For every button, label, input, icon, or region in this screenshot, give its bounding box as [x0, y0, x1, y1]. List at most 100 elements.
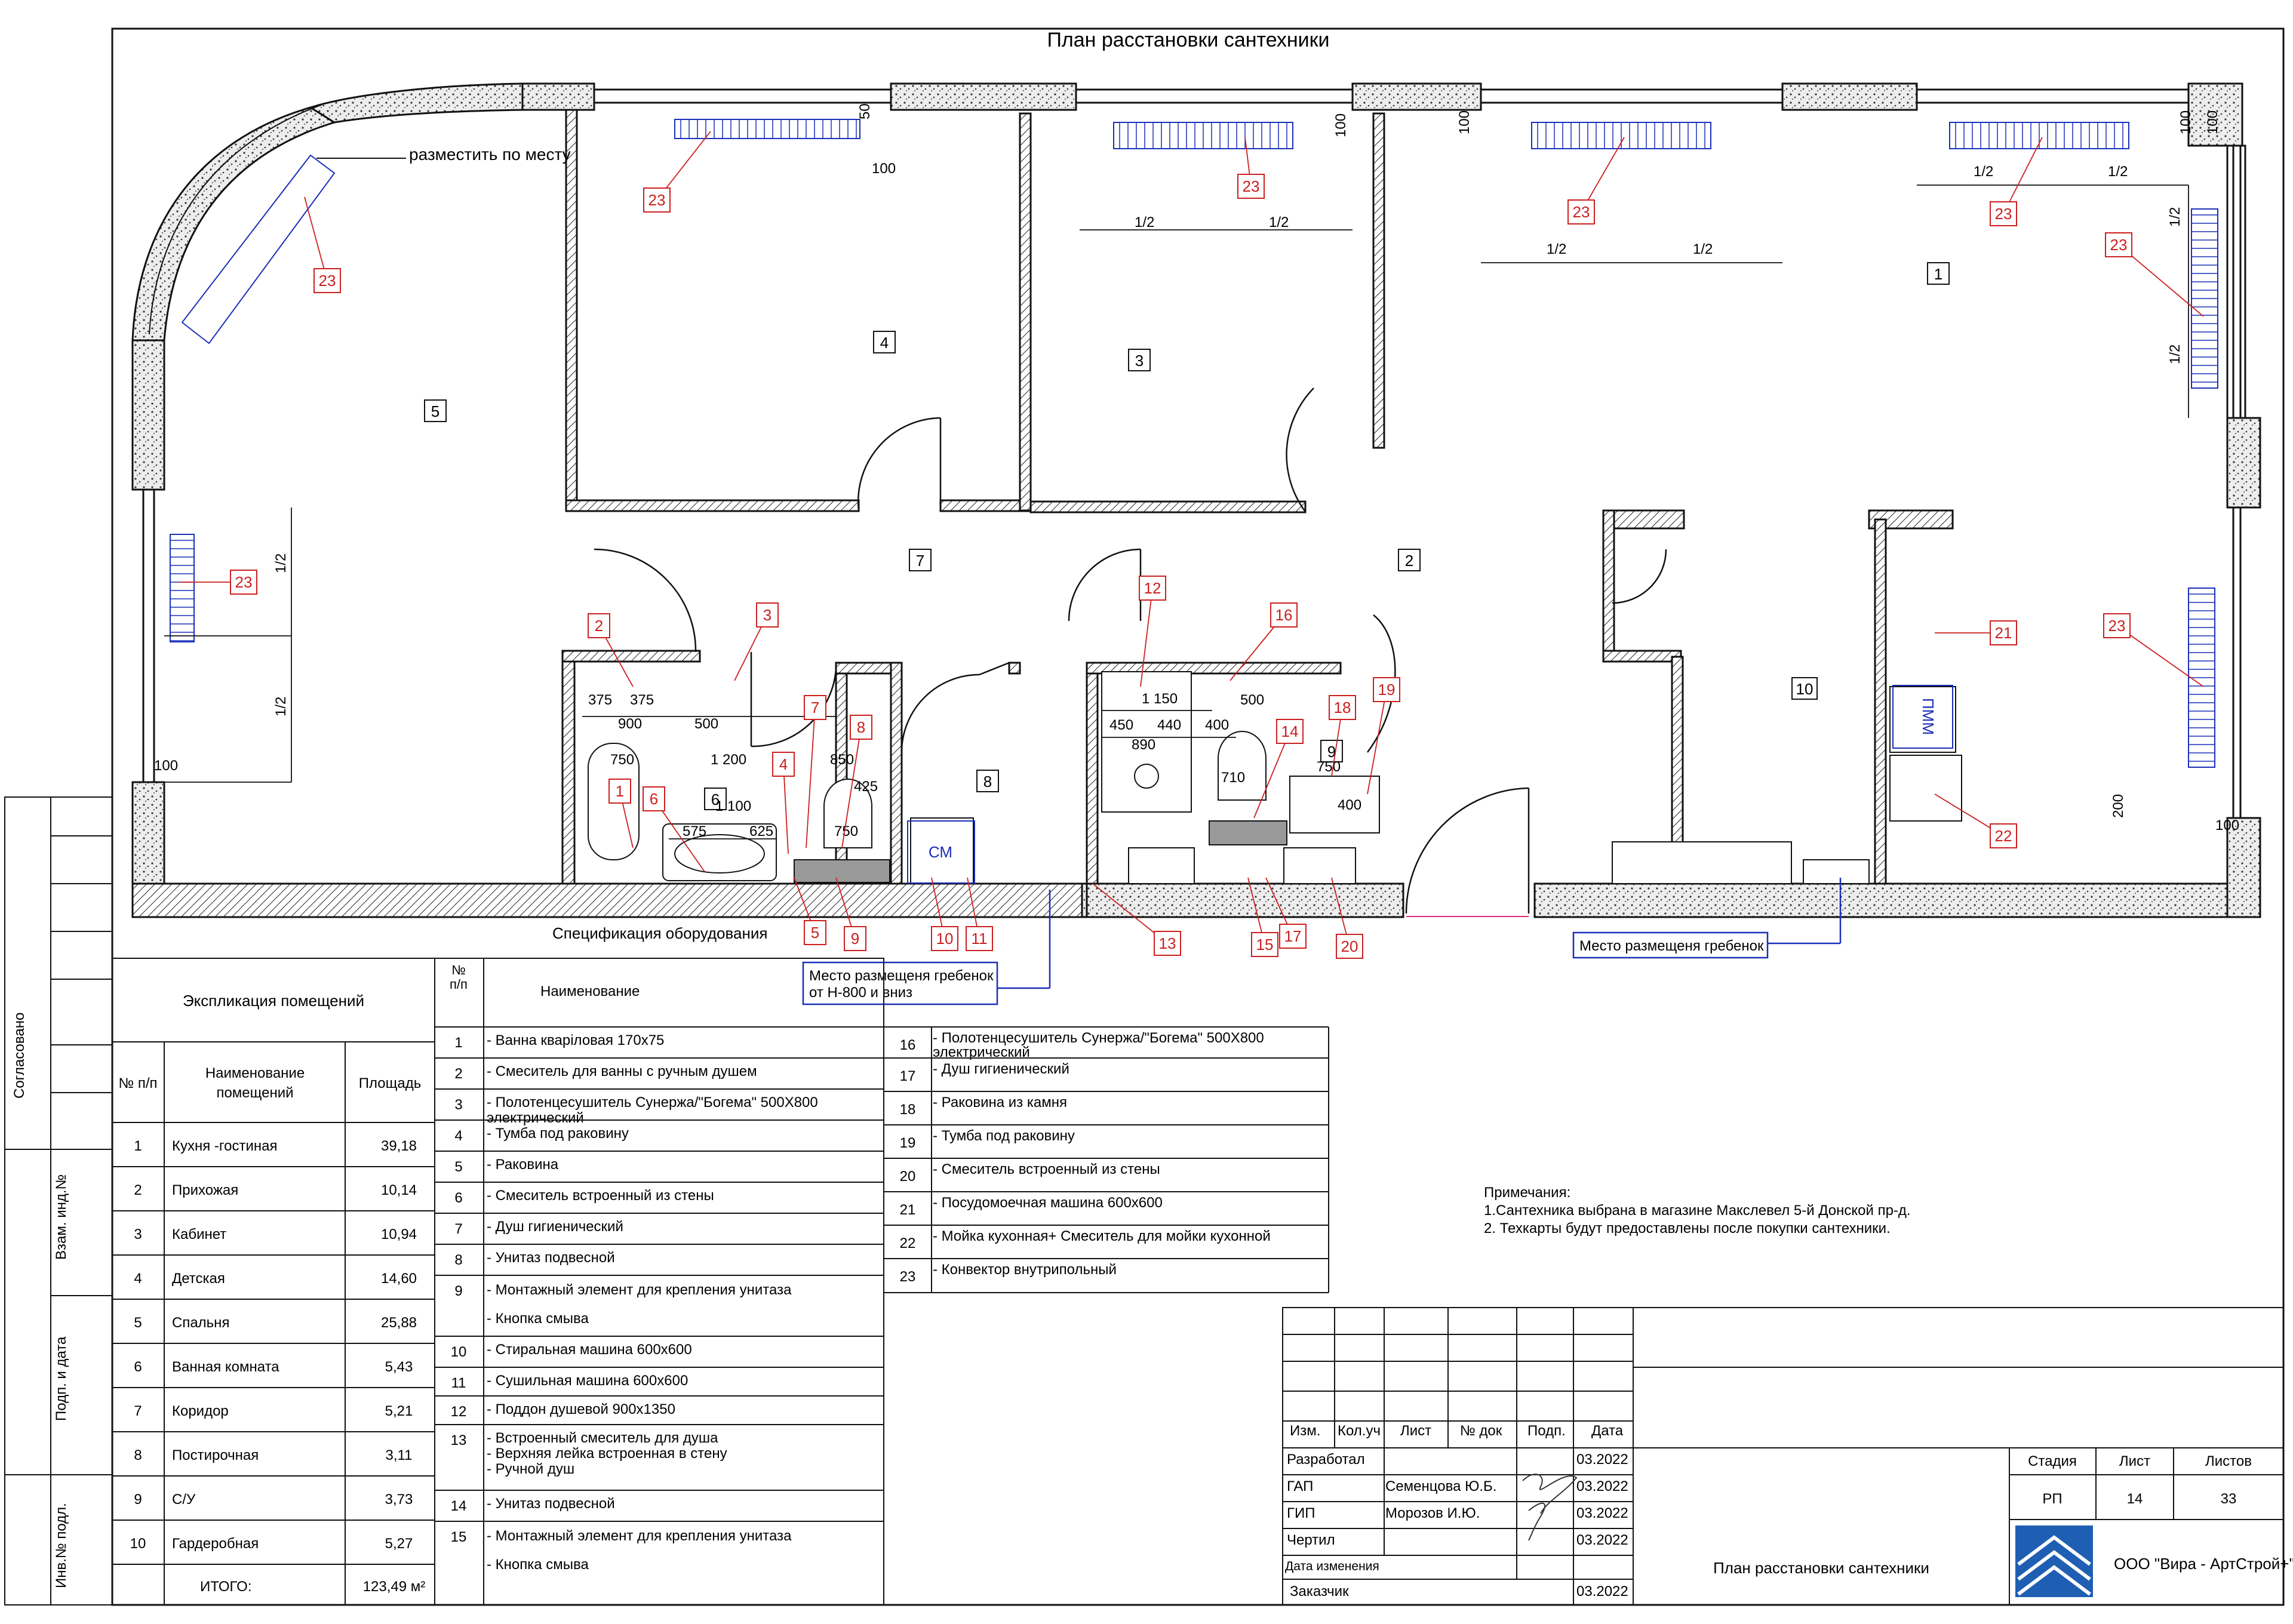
- comb-note-1b: от Н-800 и вниз: [809, 985, 912, 1001]
- legend-col-num: № п/п: [118, 1075, 157, 1091]
- callout-box: [230, 570, 257, 595]
- svg-text:50: 50: [857, 103, 873, 119]
- side-inv-vzam: Взам. инд.№: [53, 1174, 69, 1260]
- svg-text:1/2: 1/2: [273, 697, 289, 716]
- dimension-lines: [164, 184, 2189, 839]
- svg-text:03.2022: 03.2022: [1576, 1451, 1628, 1468]
- spec-caption: Спецификация оборудования: [552, 924, 767, 942]
- spec-row-text: - Ручной душ: [487, 1461, 574, 1477]
- callout-box: [1139, 576, 1166, 601]
- spec-row-num: 17: [900, 1068, 916, 1084]
- callout-number: 18: [1334, 699, 1351, 716]
- svg-text:Лист: Лист: [2119, 1453, 2150, 1469]
- callout-box: [643, 187, 671, 213]
- svg-text:100: 100: [872, 161, 896, 177]
- svg-text:1 100: 1 100: [715, 798, 751, 814]
- svg-text:Морозов И.Ю.: Морозов И.Ю.: [1385, 1505, 1480, 1521]
- callout-number: 12: [1144, 579, 1161, 597]
- legend-row-area: 5,21: [385, 1403, 413, 1419]
- callout-box: [643, 786, 665, 811]
- callout-number: 15: [1256, 936, 1274, 954]
- spec-row-num: 15: [451, 1529, 467, 1545]
- spec-row-text: - Полотенцесушитель Сунержа/"Богема" 500…: [487, 1094, 818, 1111]
- legend-row-area: 3,73: [385, 1491, 413, 1508]
- legend-row-area: 39,18: [381, 1138, 417, 1154]
- callout-number: 23: [2110, 236, 2128, 254]
- svg-text:100: 100: [2215, 817, 2239, 833]
- callout-box: [1279, 924, 1307, 949]
- spec-row-text: - Тумба под раковину: [933, 1128, 1075, 1144]
- svg-text:425: 425: [854, 779, 878, 795]
- legend-row-num: 3: [134, 1226, 142, 1242]
- callout-number: 1: [616, 782, 624, 800]
- callout-number: 4: [779, 755, 788, 773]
- svg-text:400: 400: [1205, 717, 1229, 733]
- side-agreed: Согласовано: [11, 1013, 27, 1099]
- spec-row-text: - Смеситель встроенный из стены: [487, 1188, 714, 1204]
- svg-text:375: 375: [588, 692, 612, 708]
- notes-title: Примечания:: [1484, 1185, 1570, 1201]
- spec-row-num: 20: [900, 1168, 916, 1185]
- callout-number: 21: [1995, 624, 2012, 642]
- svg-text:100: 100: [1456, 110, 1473, 134]
- title-block-texts: Изм. Кол.уч Лист № док Подп. Дата Разраб…: [1285, 1423, 2293, 1600]
- callout-number: 10: [936, 930, 954, 948]
- svg-text:1/2: 1/2: [2167, 345, 2183, 364]
- room-label: 5: [431, 402, 439, 420]
- legend-row-name: Постирочная: [172, 1447, 259, 1463]
- room-label: 4: [880, 334, 889, 352]
- legend-row-num: 7: [134, 1403, 142, 1419]
- svg-text:1/2: 1/2: [1135, 214, 1154, 230]
- legend-col-area: Площадь: [359, 1075, 421, 1091]
- notes-line1: 1.Сантехника выбрана в магазине Макслеве…: [1484, 1202, 1911, 1219]
- svg-text:РП: РП: [2042, 1491, 2062, 1507]
- legend-row-num: 2: [134, 1182, 142, 1198]
- room-label: 9: [1327, 743, 1336, 761]
- svg-text:Листов: Листов: [2205, 1453, 2252, 1469]
- room-label: 10: [1796, 680, 1814, 698]
- svg-text:1 150: 1 150: [1142, 691, 1178, 707]
- spec-row-num: 5: [454, 1159, 462, 1175]
- spec-row-text: - Кнопка смыва: [487, 1557, 589, 1573]
- spec-row-text: - Раковина из камня: [933, 1094, 1067, 1111]
- svg-text:Чертил: Чертил: [1287, 1532, 1335, 1548]
- spec-row-num: 18: [900, 1102, 916, 1118]
- svg-text:1/2: 1/2: [273, 553, 289, 573]
- spec-row-num: 7: [454, 1221, 462, 1237]
- spec-row-text: - Поддон душевой 900х1350: [487, 1401, 675, 1417]
- callout-box: [1276, 719, 1304, 744]
- legend-row-area: 14,60: [381, 1271, 417, 1287]
- plan-title: План расстановки сантехники: [1047, 29, 1329, 51]
- svg-text:03.2022: 03.2022: [1576, 1478, 1628, 1494]
- svg-text:750: 750: [1317, 759, 1341, 775]
- legend-row-area: 25,88: [381, 1315, 417, 1331]
- signature-icon: [1522, 1474, 1578, 1541]
- spec-row-num: 13: [451, 1432, 467, 1448]
- room-label: 7: [916, 552, 924, 570]
- svg-text:1 200: 1 200: [711, 752, 746, 768]
- svg-text:Кол.уч: Кол.уч: [1338, 1423, 1381, 1439]
- comb-note-1a: Место размещеня гребенок: [809, 968, 994, 984]
- spec-row-text: - Унитаз подвесной: [487, 1250, 615, 1266]
- spec-col-num-1: №: [451, 962, 466, 977]
- callout-box: [756, 602, 779, 628]
- svg-text:ГИП: ГИП: [1287, 1505, 1315, 1521]
- spec-row-num: 10: [451, 1344, 467, 1360]
- svg-text:450: 450: [1109, 717, 1133, 733]
- spec-row-text: - Полотенцесушитель Сунержа/"Богема" 500…: [933, 1030, 1264, 1046]
- spec-row-num: 21: [900, 1202, 916, 1218]
- svg-text:Стадия: Стадия: [2028, 1453, 2077, 1469]
- spec-row-num: 11: [451, 1375, 466, 1391]
- legend-row-name: Спальня: [172, 1315, 229, 1331]
- svg-text:1/2: 1/2: [1693, 241, 1713, 257]
- callout-number: 23: [648, 191, 666, 209]
- svg-text:Разработал: Разработал: [1287, 1451, 1365, 1468]
- svg-text:100: 100: [2205, 110, 2221, 134]
- internal-walls: [561, 109, 1954, 885]
- appliance-cm-label: СМ: [929, 843, 952, 861]
- spec-row-text: - Посудомоечная машина 600х600: [933, 1195, 1163, 1211]
- fixtures: [588, 671, 1962, 884]
- svg-text:Заказчик: Заказчик: [1290, 1583, 1349, 1600]
- callout-box: [1329, 695, 1356, 720]
